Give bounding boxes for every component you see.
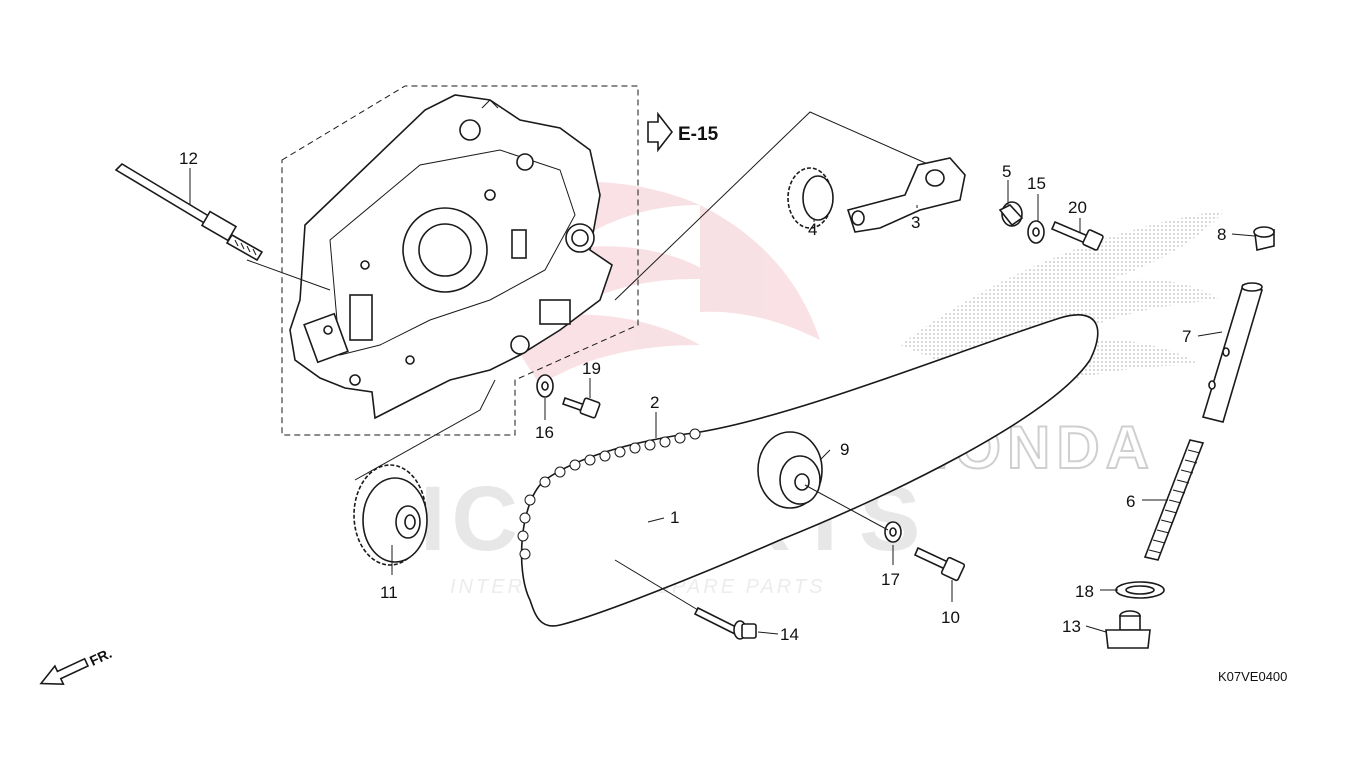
front-indicator: FR. (39, 645, 114, 685)
callout-7: 7 (1182, 327, 1191, 346)
ref-arrow-e15: E-15 (647, 111, 719, 153)
reference-code: K07VE0400 (1218, 669, 1287, 684)
callout-14: 14 (780, 625, 799, 644)
crankcase-outline (281, 85, 639, 436)
callout-8: 8 (1217, 225, 1226, 244)
ref-arrow-label: E-15 (678, 124, 719, 145)
callout-6: 6 (1126, 492, 1135, 511)
arrow-right-outline-icon (647, 111, 674, 153)
callout-10: 10 (941, 608, 960, 627)
part-11-sprocket (353, 464, 428, 566)
part-7-tensioner-rod (1201, 282, 1264, 423)
arrow-front-icon (39, 657, 90, 685)
part-4-guide-sprocket (787, 167, 834, 229)
callout-17: 17 (881, 570, 900, 589)
callout-4: 4 (808, 220, 817, 239)
callout-1: 1 (670, 508, 679, 527)
callout-11: 11 (380, 583, 398, 602)
callout-labels: 1 2 3 4 5 6 7 8 9 10 11 12 13 14 15 16 1… (179, 149, 1226, 644)
callout-18: 18 (1075, 582, 1094, 601)
part-3-tensioner-arm (846, 157, 966, 233)
part-6-spring (1143, 439, 1205, 561)
part-15-washer (1027, 220, 1045, 244)
callout-16: 16 (535, 423, 554, 442)
callout-2: 2 (650, 393, 659, 412)
part-12-stud-bolt (114, 162, 264, 262)
part-13-plug-bolt (1105, 610, 1151, 649)
callout-20: 20 (1068, 198, 1087, 217)
part-8-cap (1253, 226, 1275, 251)
callout-5: 5 (1002, 162, 1011, 181)
callout-19: 19 (582, 359, 601, 378)
part-19-bolt (561, 396, 601, 419)
part-16-washer (536, 374, 554, 398)
callout-15: 15 (1027, 174, 1046, 193)
leader-lines (189, 168, 1256, 635)
part-5-collar (998, 201, 1024, 227)
callout-12: 12 (179, 149, 198, 168)
callout-3: 3 (911, 213, 920, 232)
part-20-bolt (1050, 220, 1104, 251)
crankcase (289, 94, 613, 420)
part-17-washer (884, 521, 902, 543)
part-9-roller (757, 431, 823, 509)
callout-9: 9 (840, 440, 849, 459)
part-14-bolt (693, 606, 757, 640)
front-label: FR. (87, 645, 114, 669)
part-18-washer (1115, 581, 1165, 599)
part-10-bolt (913, 546, 966, 582)
callout-13: 13 (1062, 617, 1081, 636)
